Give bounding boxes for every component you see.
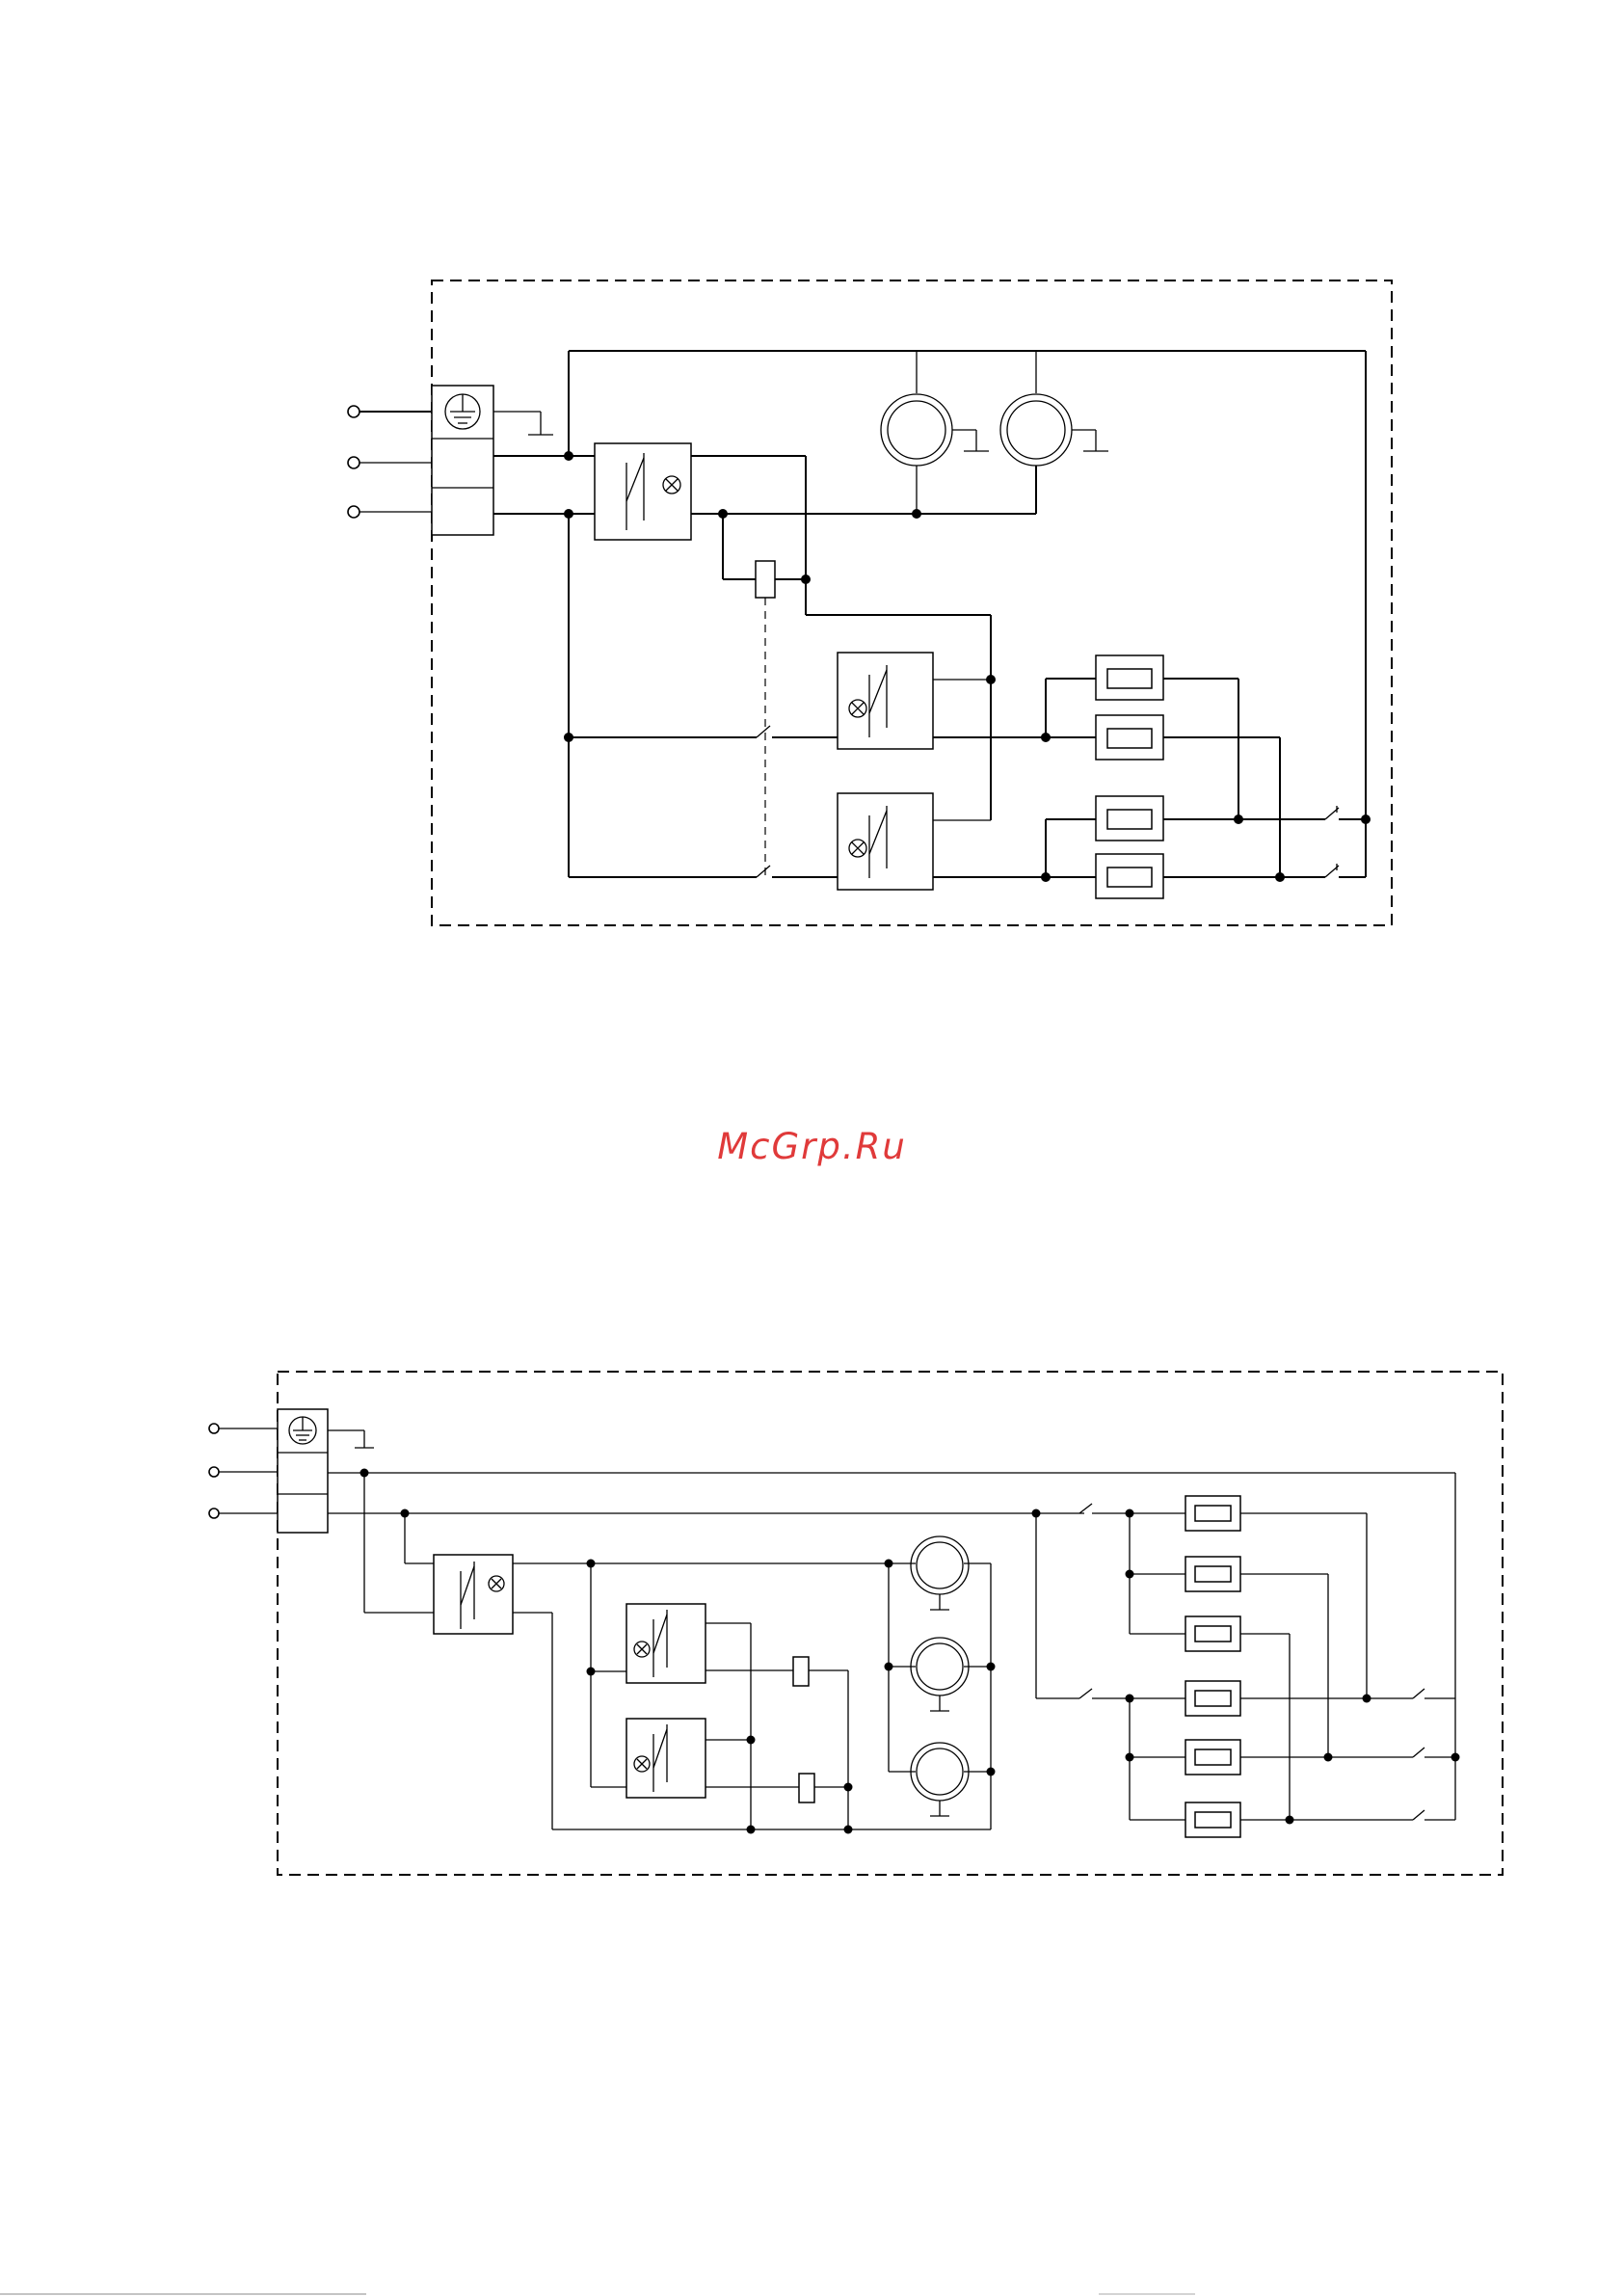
page: McGrp.Ru (0, 0, 1624, 2296)
scan-edge-marks (0, 0, 1624, 2296)
